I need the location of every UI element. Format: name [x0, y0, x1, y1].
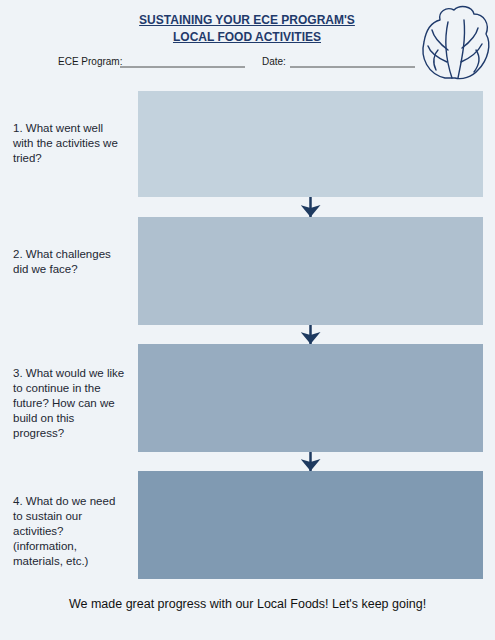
closing-caption: We made great progress with our Local Fo…	[0, 597, 495, 611]
fill-line	[290, 67, 415, 68]
question-text: 2. What challenges did we face?	[13, 247, 125, 277]
question-box: 1. What went well with the activities we…	[138, 91, 483, 197]
question-text: 1. What went well with the activities we…	[13, 121, 125, 166]
question-text: 4. What do we need to sustain our activi…	[13, 494, 125, 569]
lettuce-icon	[423, 7, 489, 79]
question-box: 3. What would we like to continue in the…	[138, 344, 483, 452]
fill-line	[120, 67, 245, 68]
flow-arrow	[309, 197, 312, 217]
flow-arrow	[309, 325, 312, 344]
question-box: 4. What do we need to sustain our activi…	[138, 471, 483, 579]
field-label: Date:	[262, 56, 286, 67]
field-label: ECE Program:	[58, 56, 122, 67]
flow-arrow	[309, 452, 312, 471]
page-title: SUSTAINING YOUR ECE PROGRAM'S LOCAL FOOD…	[127, 12, 367, 46]
question-box: 2. What challenges did we face?	[138, 217, 483, 325]
question-text: 3. What would we like to continue in the…	[13, 366, 125, 441]
